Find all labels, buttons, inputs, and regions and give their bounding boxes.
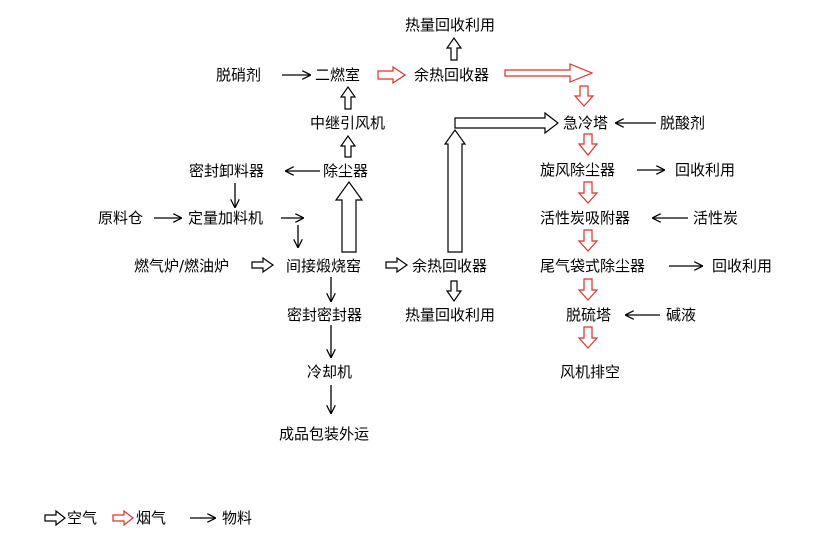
node-raw-material-silo: 原料仓 <box>98 209 144 227</box>
air-arrow-kiln-to-boiler <box>385 256 409 274</box>
air-arrow-boiler-riser <box>443 128 467 253</box>
legend-flue-gas-label: 烟气 <box>136 509 167 527</box>
legend-flue-arrow <box>112 509 134 527</box>
flue-arrow-down-to-quench <box>573 85 595 107</box>
legend-air-label: 空气 <box>67 509 98 527</box>
flue-arrow-bag-to-tower <box>577 278 599 301</box>
air-arrow-kiln-up <box>334 180 364 253</box>
node-carbon-adsorber: 活性炭吸附器 <box>540 209 631 227</box>
flue-arrow-carbon-to-bag <box>577 229 599 252</box>
air-arrow-furnace-to-kiln <box>251 256 275 274</box>
material-arrows <box>154 75 702 413</box>
flue-arrow-combustion-to-boiler <box>377 65 407 85</box>
flue-arrow-cyclone-to-carbon <box>577 181 599 204</box>
air-arrow-up-combustion <box>339 85 357 110</box>
flue-arrow-boiler-to-right <box>504 63 594 83</box>
node-seal-closure: 密封密封器 <box>287 306 363 324</box>
legend-air-arrow <box>44 509 66 527</box>
node-alkali-liquor: 碱液 <box>666 306 697 324</box>
node-cyclone-collector: 旋风除尘器 <box>540 161 616 179</box>
flue-arrow-quench-to-cyclone <box>577 133 599 156</box>
node-desulfurization-tower: 脱硫塔 <box>566 306 612 324</box>
node-heat-recovery-top: 热量回收利用 <box>405 16 496 34</box>
flue-arrow-tower-to-fan <box>577 326 599 349</box>
air-arrow-riser-to-quench <box>454 111 559 135</box>
node-fan-exhaust: 风机排空 <box>560 363 621 381</box>
node-dosing-feeder: 定量加料机 <box>188 209 264 227</box>
node-cooler: 冷却机 <box>307 363 353 381</box>
node-activated-carbon: 活性炭 <box>693 209 739 227</box>
air-arrow-boiler-down <box>445 280 463 303</box>
node-waste-heat-boiler-mid: 余热回收器 <box>412 257 488 275</box>
flue-gas-arrows <box>112 63 599 527</box>
node-deacid-agent: 脱酸剂 <box>660 114 706 132</box>
node-waste-heat-boiler-top: 余热回收器 <box>414 66 490 84</box>
air-arrow-up-top <box>445 36 463 61</box>
node-heat-recovery-mid: 热量回收利用 <box>405 306 496 324</box>
node-packing-shipping: 成品包装外运 <box>279 425 370 443</box>
node-denitration-agent: 脱硝剂 <box>216 66 262 84</box>
legend-material-label: 物料 <box>222 509 253 527</box>
node-recycle-2: 回收利用 <box>712 257 773 275</box>
air-arrows <box>44 36 559 527</box>
node-booster-fan: 中继引风机 <box>310 114 386 132</box>
node-indirect-kiln: 间接煅烧窑 <box>286 257 362 275</box>
node-gas-oil-furnace: 燃气炉/燃油炉 <box>134 257 230 275</box>
node-bag-filter: 尾气袋式除尘器 <box>540 257 646 275</box>
node-seal-unloader: 密封卸料器 <box>189 162 265 180</box>
node-dust-remover: 除尘器 <box>323 162 369 180</box>
node-quench-tower: 急冷塔 <box>563 114 609 132</box>
air-arrow-up-fan <box>339 134 357 158</box>
node-secondary-combustion: 二燃室 <box>315 66 361 84</box>
node-recycle-1: 回收利用 <box>675 161 736 179</box>
